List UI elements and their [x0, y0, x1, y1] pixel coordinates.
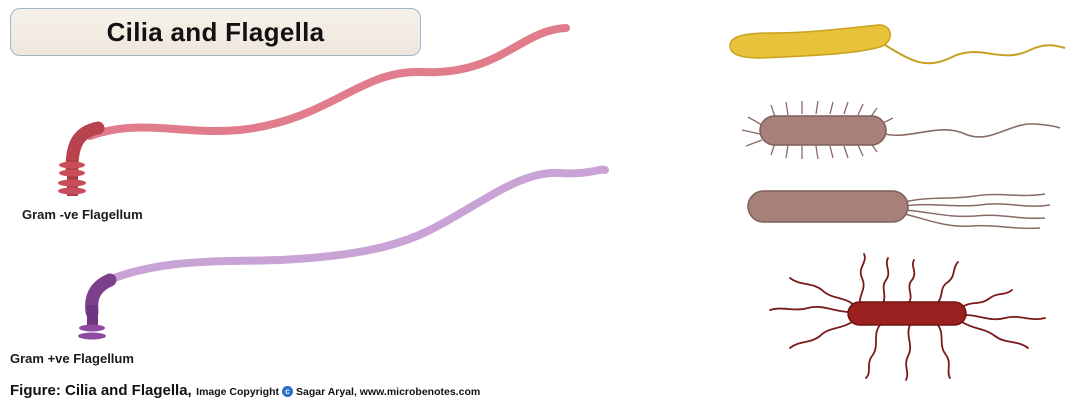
peritrichous-body — [760, 116, 886, 145]
lophotrichous-body — [748, 191, 908, 222]
peritrichous-flagellum — [885, 124, 1060, 137]
gram-negative-label: Gram -ve Flagellum — [22, 207, 143, 222]
monotrichous-flagellum — [885, 45, 1065, 63]
gram-negative-ring-s — [58, 180, 86, 187]
peritrichous-bacterium — [742, 101, 1060, 159]
gram-positive-ring-lower — [78, 333, 106, 340]
multiflagellated-bacterium — [770, 254, 1045, 380]
caption-figure-text: Figure: Cilia and Flagella, — [10, 382, 192, 399]
lophotrichous-flagella — [905, 194, 1050, 228]
gram-negative-ring-m — [58, 188, 86, 195]
gram-negative-ring-l — [59, 162, 85, 169]
gram-positive-filament — [104, 170, 605, 282]
gram-negative-ring-p — [59, 170, 85, 177]
gram-negative-filament — [90, 28, 566, 136]
caption-credit-text: Sagar Aryal, www.microbenotes.com — [296, 386, 480, 398]
monotrichous-bacterium — [730, 25, 1065, 63]
figure-caption: Figure: Cilia and Flagella, Image Copyri… — [10, 382, 480, 400]
copyright-icon: c — [282, 386, 293, 397]
monotrichous-body — [730, 25, 890, 58]
caption-copyright-text: Image Copyright — [196, 386, 279, 398]
gram-negative-flagellum — [58, 28, 566, 196]
gram-positive-flagellum — [78, 170, 605, 340]
lophotrichous-bacterium — [748, 191, 1050, 228]
multiflagellated-body — [848, 302, 966, 325]
gram-positive-label: Gram +ve Flagellum — [10, 351, 134, 366]
gram-positive-ring-upper — [79, 325, 105, 332]
